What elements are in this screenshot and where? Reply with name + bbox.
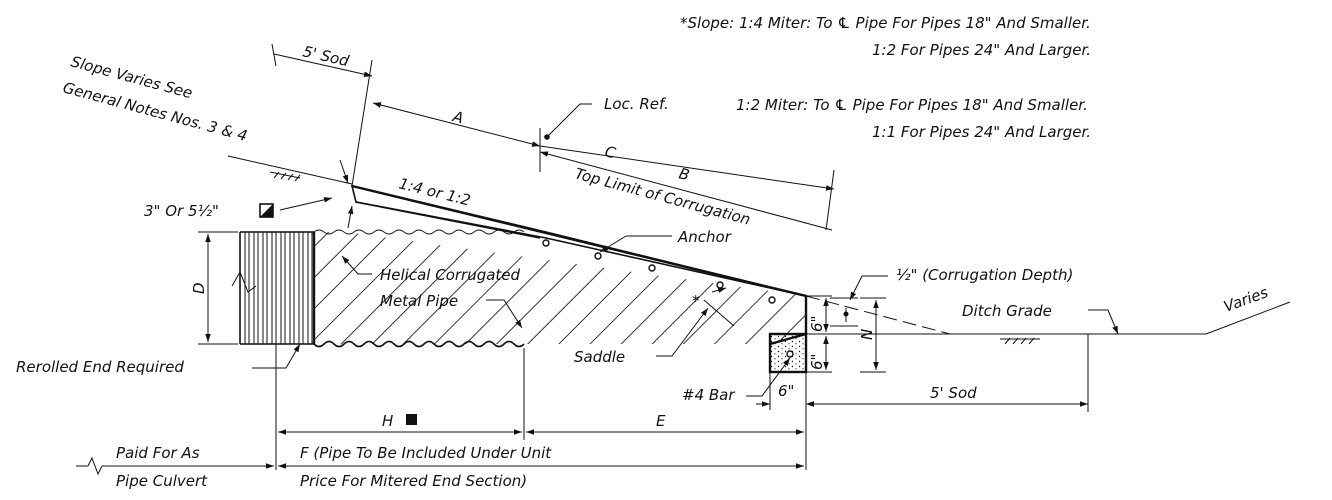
paid-label-line1: Paid For As <box>116 444 200 462</box>
anchor-bolt <box>716 281 724 289</box>
anchor-bolt <box>768 296 776 304</box>
slope-ratio-label: 1:4 or 1:2 <box>397 174 472 209</box>
note-slope-14-line1: *Slope: 1:4 Miter: To ℄ Pipe For Pipes 1… <box>680 14 1091 32</box>
varies-label: Varies <box>1221 283 1270 316</box>
note-slope-14-line2: 1:2 For Pipes 24" And Larger. <box>872 41 1091 59</box>
note-slope-12-line1: 1:2 Miter: To ℄ Pipe For Pipes 18" And S… <box>736 96 1088 114</box>
helical-label-line1: Helical Corrugated <box>380 266 521 284</box>
dim-h-label: H <box>382 412 393 430</box>
ground-hatch-symbol <box>269 171 301 182</box>
dim-f-label-line2: Price For Mitered End Section) <box>300 472 527 490</box>
dim-a-label: A <box>450 107 465 127</box>
dim-b-label: B <box>677 164 691 184</box>
bar-label: #4 Bar <box>682 386 735 404</box>
anchor-bolt <box>542 239 550 247</box>
anchor-bolt <box>648 264 656 272</box>
rerolled-label: Rerolled End Required <box>16 358 184 376</box>
six-lower-label: 6" <box>808 354 826 370</box>
general-notes: *Slope: 1:4 Miter: To ℄ Pipe For Pipes 1… <box>680 14 1091 141</box>
dim-d-label: D <box>190 282 208 294</box>
helical-label-line2: Metal Pipe <box>380 292 458 310</box>
thickness-label: 3" Or 5½" <box>144 202 219 220</box>
sod-bottom-label: 5' Sod <box>930 384 977 402</box>
ditch-ground-symbol <box>1000 337 1040 345</box>
dim-c-label: C <box>603 142 618 162</box>
callouts: 3" Or 5½" 1:4 or 1:2 Anchor D Helical Co… <box>16 159 791 404</box>
anchor-bolt <box>594 252 602 260</box>
ditch-detail: ½" (Corrugation Depth) Ditch Grade Varie… <box>756 266 1291 470</box>
bottom-dimensions: H E F (Pipe To Be Included Under Unit Pr… <box>76 344 804 490</box>
paid-label-line2: Pipe Culvert <box>116 472 208 490</box>
ditch-grade-label: Ditch Grade <box>962 302 1052 320</box>
six-upper-label: 6" <box>808 316 826 332</box>
note-slope-12-line2: 1:1 For Pipes 24" And Larger. <box>872 123 1091 141</box>
slope-varies-note: Slope Varies See General Notes Nos. 3 & … <box>61 52 353 185</box>
asterisk-label: * <box>692 292 700 310</box>
saddle-label: Saddle <box>574 348 625 366</box>
six-width-label: 6" <box>778 382 794 400</box>
solid-square-symbol <box>406 414 417 425</box>
dim-n-label: N <box>858 329 876 340</box>
dim-f-label-line1: F (Pipe To Be Included Under Unit <box>300 444 552 462</box>
dim-e-label: E <box>656 412 666 430</box>
pipe-corrugated-end <box>240 232 314 344</box>
loc-ref-label: Loc. Ref. <box>604 95 669 113</box>
corrugation-depth-label: ½" (Corrugation Depth) <box>896 266 1073 284</box>
top-limit-label: Top Limit of Corrugation <box>573 164 752 228</box>
anchor-label: Anchor <box>677 228 732 246</box>
